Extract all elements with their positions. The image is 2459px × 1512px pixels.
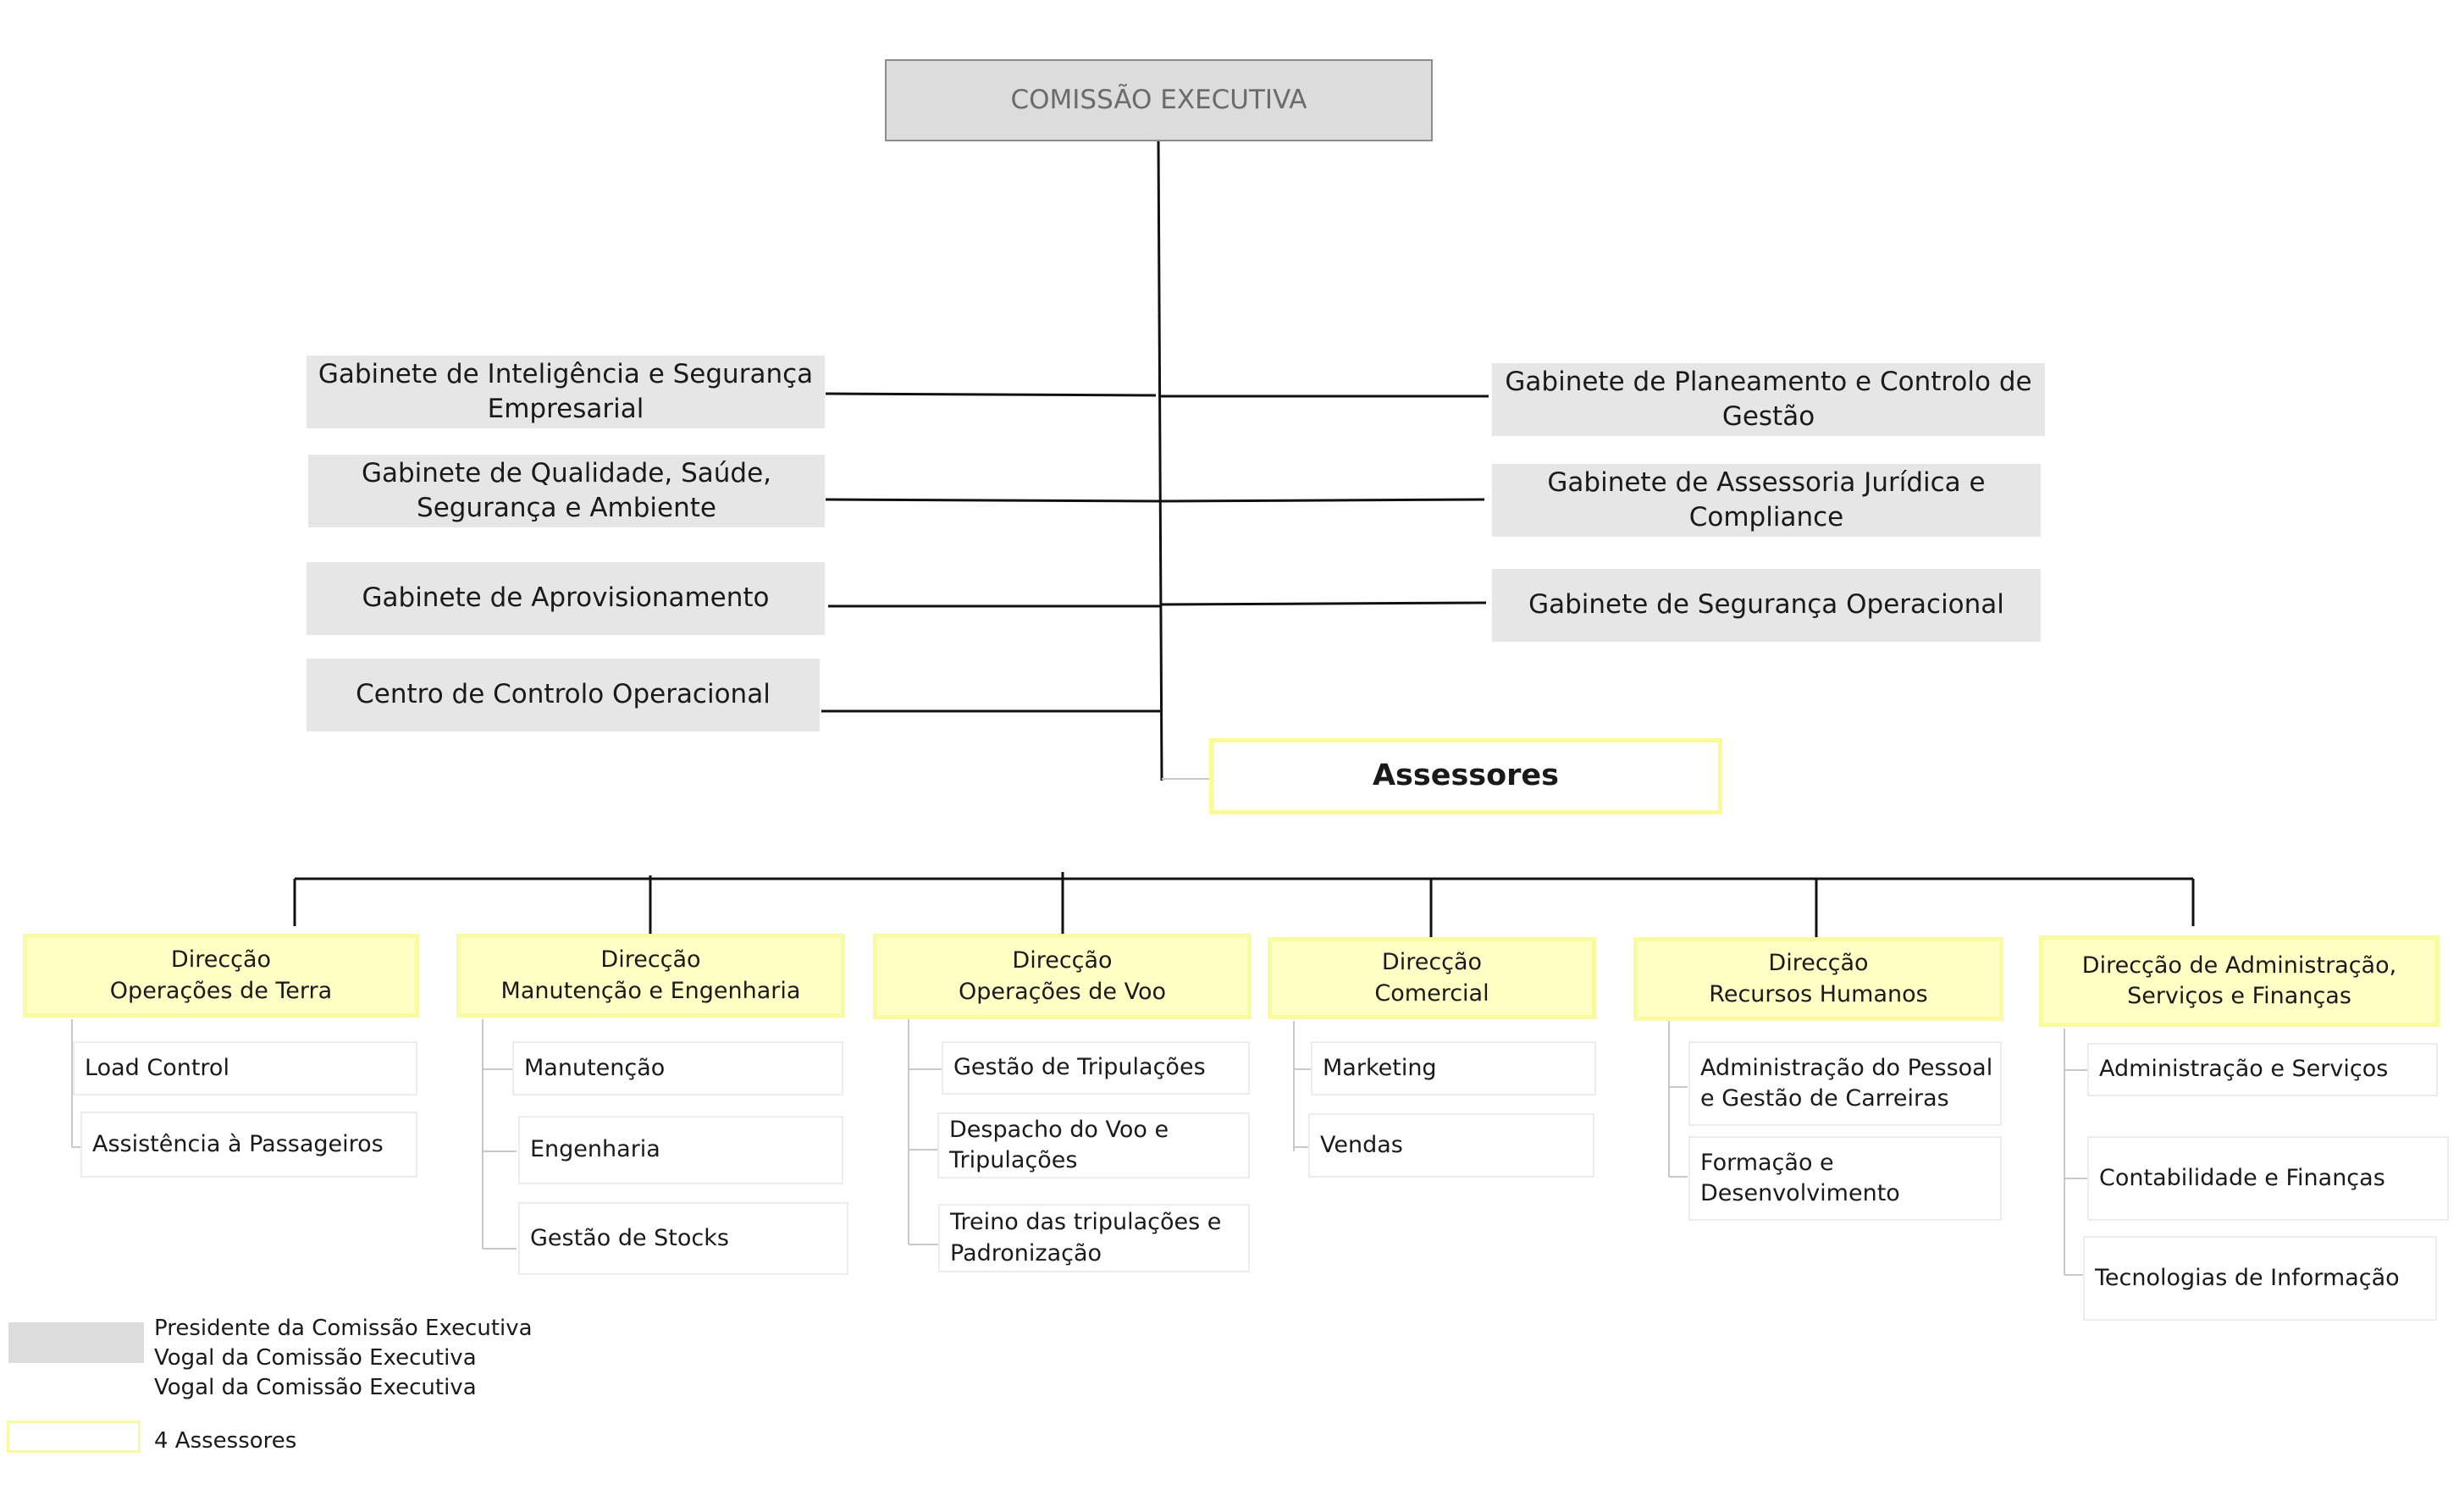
unit-line2: Padronização (950, 1239, 1102, 1266)
direccao-line2: Manutenção e Engenharia (500, 977, 801, 1004)
gabinete-line1: Gabinete de Planeamento e Controlo de (1505, 366, 2032, 397)
unit-marketing[interactable]: Marketing (1311, 1041, 1596, 1095)
direccao-line2: Operações de Voo (958, 978, 1167, 1005)
unit-despacho-voo-tripulacoes[interactable]: Despacho do Voo e Tripulações (937, 1112, 1250, 1178)
unit-assistencia-passageiros[interactable]: Assistência à Passageiros (80, 1112, 417, 1178)
unit-gestao-stocks[interactable]: Gestão de Stocks (518, 1202, 848, 1275)
unit-line1: Despacho do Voo e (949, 1116, 1169, 1143)
unit-formacao-desenvolvimento[interactable]: Formação e Desenvolvimento (1688, 1136, 2002, 1221)
unit-line2: Tripulações (949, 1147, 1078, 1173)
gabinete-assessoria-juridica-box[interactable]: Gabinete de Assessoria Jurídica e Compli… (1492, 464, 2041, 537)
gabinete-line1: Gabinete de Inteligência e Segurança (318, 358, 814, 389)
gabinete-aprovisionamento-box[interactable]: Gabinete de Aprovisionamento (307, 562, 825, 635)
direccao-line2: Serviços e Finanças (2127, 983, 2351, 1009)
direccao-recursos-humanos-box[interactable]: Direcção Recursos Humanos (1633, 937, 2003, 1021)
direccao-line1: Direcção (170, 946, 272, 974)
gabinete-planeamento-controlo-box[interactable]: Gabinete de Planeamento e Controlo de Ge… (1492, 363, 2045, 436)
assessores-box[interactable]: Assessores (1209, 738, 1722, 814)
direccao-line2: Operações de Terra (109, 977, 333, 1004)
unit-line1: Administração do Pessoal (1700, 1054, 1993, 1081)
legend-gray-text: Presidente da Comissão Executiva Vogal d… (154, 1314, 533, 1403)
unit-line1: Treino das tripulações e (950, 1209, 1222, 1236)
gabinete-line1: Gabinete de Aprovisionamento (362, 582, 770, 614)
unit-administracao-pessoal[interactable]: Administração do Pessoal e Gestão de Car… (1688, 1041, 2002, 1126)
gabinete-line1: Gabinete de Qualidade, Saúde, (361, 457, 772, 488)
unit-gestao-tripulacoes[interactable]: Gestão de Tripulações (942, 1041, 1250, 1095)
unit-manutencao[interactable]: Manutenção (512, 1041, 843, 1095)
unit-line1: Vendas (1320, 1131, 1403, 1158)
unit-tecnologias-informacao[interactable]: Tecnologias de Informação (2083, 1236, 2437, 1321)
unit-engenharia[interactable]: Engenharia (518, 1116, 843, 1184)
direccao-line1: Direcção de Administração, (2081, 952, 2397, 979)
gabinete-line2: Gestão (1721, 401, 1815, 432)
assessores-label: Assessores (1372, 759, 1560, 793)
gabinete-line1: Gabinete de Segurança Operacional (1528, 589, 2004, 621)
gabinete-qualidade-saude-box[interactable]: Gabinete de Qualidade, Saúde, Segurança … (308, 455, 825, 527)
unit-line1: Marketing (1323, 1054, 1437, 1081)
unit-line1: Administração e Serviços (2099, 1056, 2389, 1083)
unit-line1: Manutenção (524, 1054, 666, 1081)
direccao-line1: Direcção (1381, 949, 1483, 976)
unit-line1: Assistência à Passageiros (92, 1130, 384, 1157)
legend-vogal-label: Vogal da Comissão Executiva (154, 1345, 477, 1371)
direccao-line2: Comercial (1374, 979, 1489, 1007)
direccao-comercial-box[interactable]: Direcção Comercial (1268, 937, 1596, 1019)
unit-line1: Contabilidade e Finanças (2099, 1164, 2385, 1191)
gabinete-seguranca-operacional-box[interactable]: Gabinete de Segurança Operacional (1492, 569, 2041, 642)
direccao-operacoes-terra-box[interactable]: Direcção Operações de Terra (23, 934, 419, 1018)
unit-vendas[interactable]: Vendas (1308, 1113, 1594, 1178)
unit-contabilidade-financas[interactable]: Contabilidade e Finanças (2087, 1136, 2449, 1221)
unit-line2: Desenvolvimento (1700, 1180, 1900, 1206)
unit-line1: Gestão de Tripulações (953, 1054, 1206, 1081)
direccao-manutencao-engenharia-box[interactable]: Direcção Manutenção e Engenharia (456, 934, 845, 1018)
direccao-line1: Direcção (1768, 950, 1869, 977)
direccao-administracao-servicos-financas-box[interactable]: Direcção de Administração, Serviços e Fi… (2039, 935, 2440, 1027)
legend-yellow-swatch (7, 1421, 141, 1453)
gabinete-inteligencia-seguranca-box[interactable]: Gabinete de Inteligência e Segurança Emp… (307, 356, 825, 428)
comissao-executiva-label: COMISSÃO EXECUTIVA (1010, 84, 1307, 115)
unit-line2: e Gestão de Carreiras (1700, 1085, 1949, 1112)
gabinete-line2: Segurança e Ambiente (417, 493, 716, 523)
direccao-operacoes-voo-box[interactable]: Direcção Operações de Voo (873, 934, 1252, 1019)
legend-vogal-label-2: Vogal da Comissão Executiva (154, 1375, 477, 1400)
unit-treino-tripulacoes[interactable]: Treino das tripulações e Padronização (938, 1204, 1250, 1272)
direccao-line1: Direcção (600, 946, 701, 974)
unit-administracao-servicos[interactable]: Administração e Serviços (2087, 1043, 2438, 1096)
unit-line1: Gestão de Stocks (530, 1224, 729, 1251)
gabinete-line1: Gabinete de Assessoria Jurídica e (1547, 466, 1986, 498)
direccao-line2: Recursos Humanos (1709, 980, 1928, 1007)
legend-assessores-label: 4 Assessores (154, 1428, 297, 1454)
gabinete-line1: Centro de Controlo Operacional (356, 679, 771, 710)
comissao-executiva-box[interactable]: COMISSÃO EXECUTIVA (885, 59, 1433, 141)
gabinete-line2: Empresarial (487, 394, 644, 424)
legend-president-label: Presidente da Comissão Executiva (154, 1316, 533, 1341)
legend-gray-swatch (8, 1322, 144, 1363)
gabinete-line2: Compliance (1688, 502, 1844, 533)
unit-load-control[interactable]: Load Control (73, 1041, 417, 1095)
centro-controlo-operacional-box[interactable]: Centro de Controlo Operacional (307, 659, 820, 731)
unit-line1: Load Control (85, 1054, 229, 1081)
unit-line1: Tecnologias de Informação (2095, 1264, 2400, 1291)
unit-line1: Formação e (1700, 1149, 1834, 1176)
unit-line1: Engenharia (530, 1136, 660, 1163)
direccao-line1: Direcção (1012, 947, 1113, 974)
